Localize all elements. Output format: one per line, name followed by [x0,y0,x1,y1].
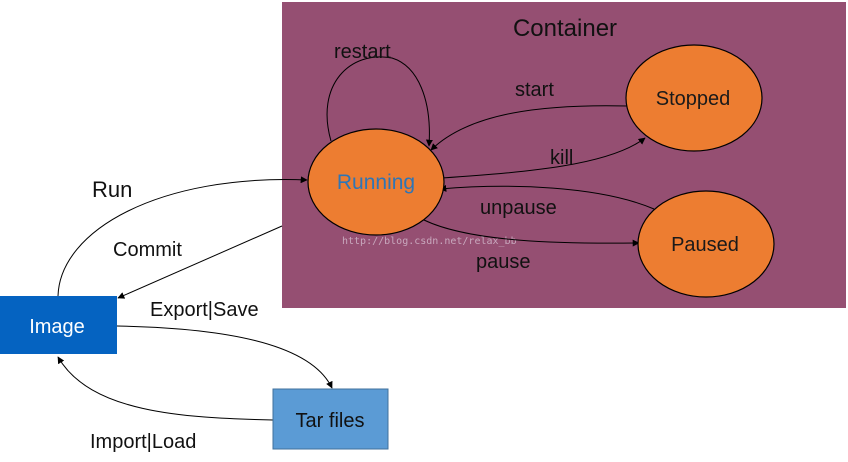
edge-label-start: start [515,79,554,101]
state-stopped-label: Stopped [656,88,731,110]
box-image-label: Image [29,316,85,338]
state-paused [637,190,775,298]
edge-run [57,176,308,297]
edge-commit [117,225,283,299]
edge-unpause [439,184,655,210]
edge-label-commit: Commit [113,239,182,261]
state-paused-label: Paused [671,234,739,256]
edge-label-pause: pause [476,251,531,273]
box-image [0,296,117,354]
edge-label-export-save: Export|Save [150,299,259,321]
edge-import-load [57,356,274,421]
watermark-text: http://blog.csdn.net/relax_bb [342,236,517,247]
edge-label-restart: restart [334,41,391,63]
edge-pause [423,219,640,247]
box-tar-files-label: Tar files [296,410,365,432]
edge-label-import-load: Import|Load [90,431,196,453]
edge-start [430,105,629,151]
box-tar-files [272,388,389,450]
container-title: Container [513,15,617,42]
state-running-label: Running [337,171,415,194]
edge-label-run: Run [92,177,132,202]
edge-label-unpause: unpause [480,197,557,219]
edge-restart [326,56,433,147]
edge-export-save [116,325,333,389]
state-stopped [625,44,763,152]
edge-label-kill: kill [550,147,573,169]
edge-kill [441,137,646,179]
state-running [307,128,445,236]
